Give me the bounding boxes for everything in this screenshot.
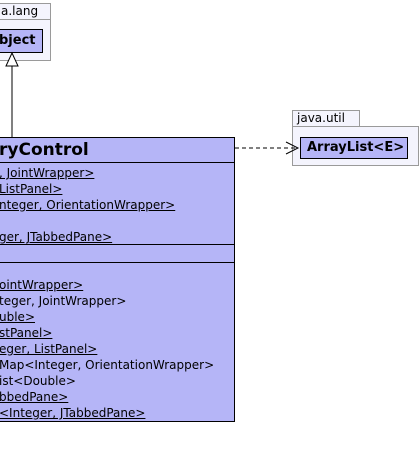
package-label: a.lang (1, 4, 39, 18)
operation-row: uble> (0, 310, 35, 324)
operation-row: <Integer, JTabbedPane> (0, 406, 146, 420)
class-name-separator (0, 162, 234, 163)
attributes-separator (0, 244, 234, 245)
attribute-row: , JointWrapper> (0, 166, 95, 180)
package-tab-java-util: java.util (292, 110, 360, 127)
class-name: bject (0, 33, 36, 48)
attribute-row: ListPanel> (0, 182, 63, 196)
operation-row: stPanel> (0, 326, 53, 340)
class-name: ArrayList<E> (307, 140, 405, 155)
class-main-control[interactable]: ryControl , JointWrapper> ListPanel> ntege… (0, 137, 235, 422)
operation-row: Map<Integer, OrientationWrapper> (0, 358, 215, 372)
class-name: ryControl (0, 140, 89, 160)
package-label: java.util (297, 111, 345, 125)
operation-row: ist<Double> (0, 374, 76, 388)
package-tab-java-lang: a.lang (0, 3, 51, 20)
attribute-row: nteger, OrientationWrapper> (0, 198, 176, 212)
generalization-arrow (5, 51, 19, 137)
operation-row: ointWrapper> (0, 278, 84, 292)
operations-separator (0, 262, 234, 263)
class-arraylist[interactable]: ArrayList<E> (300, 137, 408, 159)
dependency-arrow (235, 141, 300, 155)
class-object[interactable]: bject (0, 29, 43, 53)
attribute-row: ger, JTabbedPane> (0, 230, 113, 244)
operation-row: teger, JointWrapper> (0, 294, 127, 308)
operation-row: eger, ListPanel> (0, 342, 98, 356)
operation-row: bbedPane> (0, 390, 69, 404)
